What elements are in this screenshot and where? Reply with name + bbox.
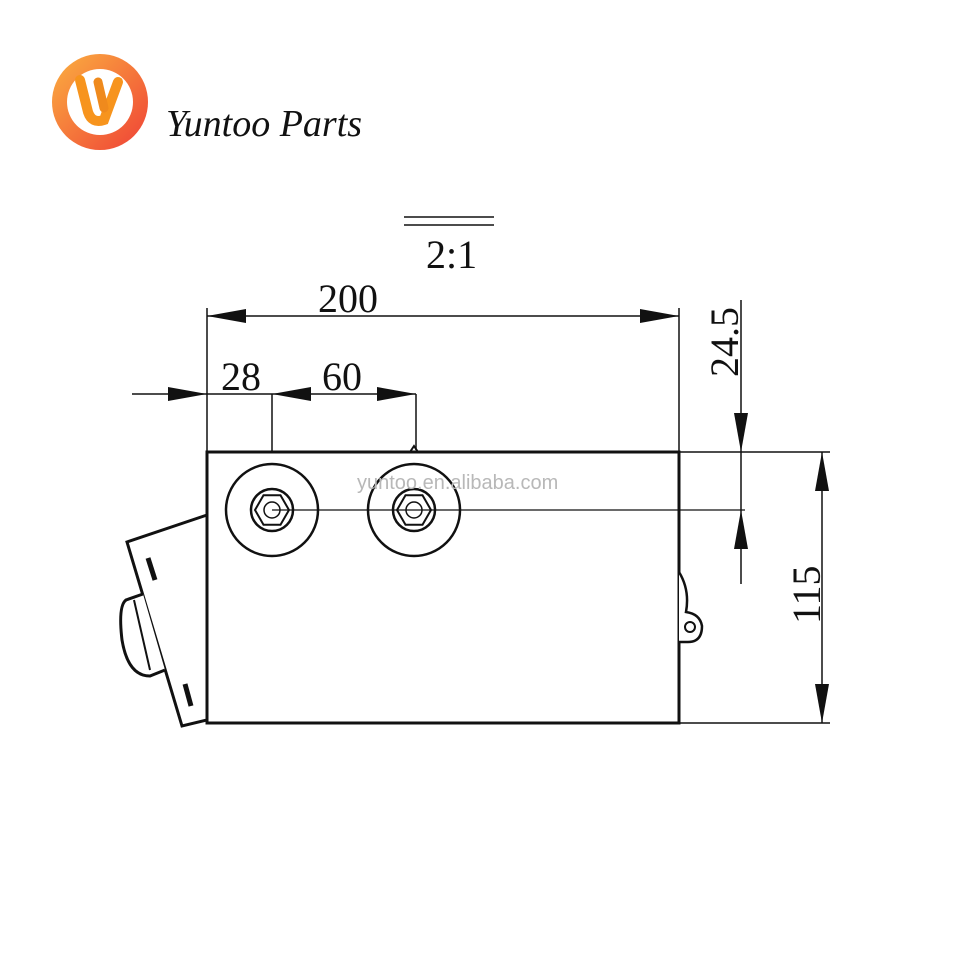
scale-note: 2:1 bbox=[404, 216, 494, 277]
dimension-label-60: 60 bbox=[322, 354, 362, 399]
switch-knob-edge bbox=[133, 599, 151, 671]
arrowhead-left bbox=[207, 309, 246, 323]
dimension-label-115: 115 bbox=[784, 565, 829, 624]
dimension-overall-width: 200 bbox=[206, 276, 680, 452]
watermark-text: yuntoo.en.alibaba.com bbox=[357, 472, 558, 494]
terminal-left-nut bbox=[253, 494, 291, 526]
logo-glyph bbox=[75, 75, 123, 126]
battery-switch-body bbox=[205, 450, 681, 725]
scale-label: 2:1 bbox=[426, 232, 477, 277]
dimension-top-to-terminal: 24.5 bbox=[702, 300, 748, 584]
logo-glyph-stroke bbox=[93, 77, 109, 113]
arrowhead-60-left bbox=[272, 387, 311, 401]
arrowhead-60-right bbox=[377, 387, 416, 401]
mounting-tab-right bbox=[677, 571, 704, 644]
dimension-label-200: 200 bbox=[318, 276, 378, 321]
brand-name: Yuntoo Parts bbox=[166, 103, 362, 145]
dimension-label-28: 28 bbox=[221, 354, 261, 399]
housing-slot-top bbox=[145, 557, 158, 581]
top-marker bbox=[409, 444, 419, 453]
switch-housing-outline bbox=[125, 512, 209, 728]
arrowhead-24-5-bottom bbox=[734, 510, 748, 549]
mounting-tab-hole bbox=[684, 621, 696, 633]
arrowhead-height-bottom bbox=[815, 684, 829, 723]
arrowhead-28-outer bbox=[168, 387, 207, 401]
dimension-label-24-5: 24.5 bbox=[702, 307, 747, 377]
switch-handle-housing bbox=[119, 512, 209, 728]
housing-slot-bottom bbox=[182, 683, 194, 707]
dimension-overall-height: 115 bbox=[679, 451, 830, 724]
arrowhead-height-top bbox=[815, 452, 829, 491]
arrowhead-right bbox=[640, 309, 679, 323]
brand-logo bbox=[52, 54, 148, 150]
arrowhead-24-5-top bbox=[734, 413, 748, 452]
dimension-terminal-positions: 28 60 bbox=[132, 354, 417, 470]
